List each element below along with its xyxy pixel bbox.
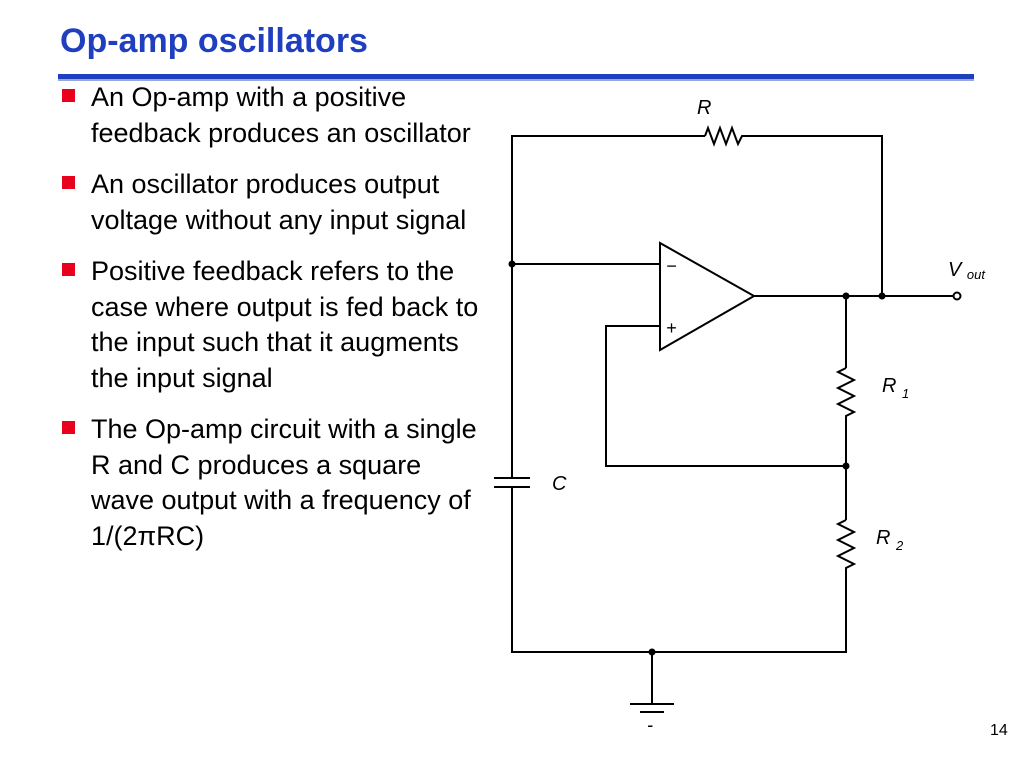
ground-mark: -: [647, 715, 653, 735]
bullet-text: An oscillator produces output voltage wi…: [91, 169, 467, 235]
label-r1-main: R: [882, 375, 896, 397]
junction-dot: [878, 292, 886, 300]
bullet-square-icon: [62, 176, 75, 189]
label-vout: V out: [948, 259, 986, 282]
junction-dot: [508, 260, 516, 268]
junction-dots: [508, 260, 886, 656]
ground-symbol: [630, 652, 674, 713]
feedback-wire-top: [511, 135, 883, 296]
bullet-item: An Op-amp with a positive feedback produ…: [60, 80, 480, 151]
output-terminal: [952, 291, 962, 301]
bullet-list: An Op-amp with a positive feedback produ…: [60, 80, 480, 570]
junction-dot: [842, 462, 850, 470]
slide-title: Op-amp oscillators: [60, 22, 368, 60]
label-r2-sub: 2: [895, 538, 904, 553]
label-r1-sub: 1: [902, 386, 909, 401]
bullet-square-icon: [62, 89, 75, 102]
resistor-r2: [835, 519, 857, 572]
capacitor-c: [494, 477, 530, 488]
resistor-r1: [835, 367, 857, 420]
title-underline: [58, 74, 974, 79]
bullet-text: An Op-amp with a positive feedback produ…: [91, 82, 471, 148]
junction-dot: [842, 292, 850, 300]
r2-to-ground-wire: [511, 264, 847, 653]
junction-dot: [648, 648, 656, 656]
op-amp-plus-sign: +: [666, 318, 677, 338]
label-c: C: [552, 473, 567, 495]
label-r2: R 2: [876, 527, 904, 553]
label-r1: R 1: [882, 375, 909, 401]
bullet-text: Positive feedback refers to the case whe…: [91, 256, 479, 393]
label-r: R: [697, 97, 711, 119]
page-number: 14: [990, 722, 1008, 739]
label-vout-sub: out: [967, 267, 986, 282]
resistor-r: [704, 125, 745, 147]
label-r2-main: R: [876, 527, 890, 549]
bullet-item: An oscillator produces output voltage wi…: [60, 167, 480, 238]
bullet-item: The Op-amp circuit with a single R and C…: [60, 412, 480, 554]
bullet-text: The Op-amp circuit with a single R and C…: [91, 414, 477, 551]
op-amp-symbol: [659, 241, 757, 352]
bullet-square-icon: [62, 263, 75, 276]
label-vout-main: V: [948, 259, 963, 281]
bullet-square-icon: [62, 421, 75, 434]
non-inverting-feedback-wire: [605, 325, 846, 467]
bullet-item: Positive feedback refers to the case whe…: [60, 254, 480, 396]
op-amp-minus-sign: −: [666, 256, 677, 276]
